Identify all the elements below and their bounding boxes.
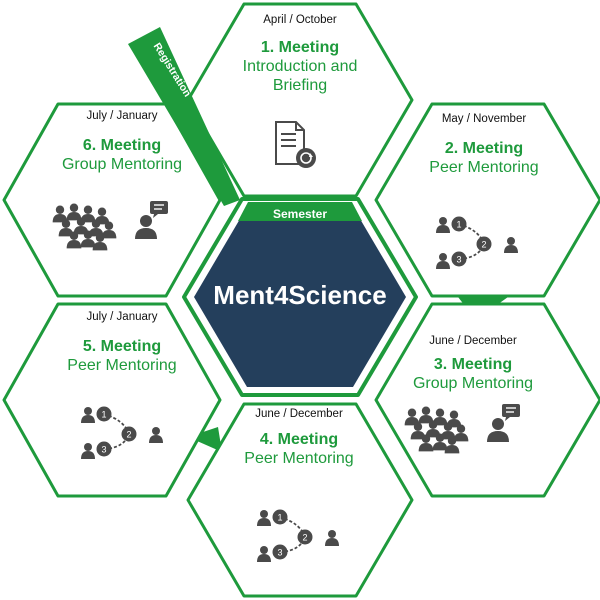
meeting-4-title: 4. Meeting (259, 431, 339, 448)
meeting-4-subtitle: Peer Mentoring (244, 450, 354, 467)
svg-text:2: 2 (126, 430, 131, 440)
meeting-5-hexagon (2, 302, 222, 498)
svg-text:1: 1 (277, 513, 282, 523)
peer-mentoring-icon: 1 2 3 (257, 509, 339, 562)
svg-text:2: 2 (481, 240, 486, 250)
svg-text:1: 1 (101, 410, 106, 420)
center-hexagon (182, 197, 418, 397)
group-mentoring-icon (52, 201, 168, 251)
meeting-3-date: June / December (429, 335, 517, 347)
semester-ribbon-label: Semester (272, 207, 328, 221)
registration-flag-shape (128, 27, 240, 206)
meeting-1-label: April / October 1. Meeting Introduction … (200, 14, 400, 95)
svg-text:3: 3 (456, 255, 461, 265)
svg-text:3: 3 (277, 548, 282, 558)
meeting-1-title: 1. Meeting (260, 39, 340, 56)
meeting-5-date: July / January (86, 311, 158, 323)
meeting-5-title: 5. Meeting (82, 338, 162, 355)
meeting-1-hexagon (186, 2, 414, 198)
peer-mentoring-icon: 1 2 3 (436, 216, 518, 269)
svg-text:3: 3 (101, 445, 106, 455)
meeting-icons: 1 2 3 1 2 3 1 2 3 (52, 121, 520, 562)
meeting-6-hexagon (2, 102, 222, 298)
meeting-6-title: 6. Meeting (82, 137, 162, 154)
meeting-4-hexagon (186, 402, 414, 598)
meeting-5-subtitle: Peer Mentoring (67, 357, 177, 374)
meeting-2-label: May / November 2. Meeting Peer Mentoring (384, 113, 584, 177)
flow-arrow-4 (188, 427, 222, 452)
group-mentoring-icon (404, 404, 520, 454)
meeting-2-title: 2. Meeting (444, 140, 524, 157)
meeting-3-label: June / December 3. Meeting Group Mentori… (373, 335, 573, 393)
meeting-2-hexagon (374, 102, 600, 298)
meeting-3-hexagon (374, 302, 600, 498)
peer-mentoring-icon: 1 2 3 (81, 406, 163, 459)
meeting-2-date: May / November (441, 113, 527, 125)
meeting-4-label: June / December 4. Meeting Peer Mentorin… (199, 408, 399, 468)
meeting-2-subtitle: Peer Mentoring (429, 159, 539, 176)
meeting-3-title: 3. Meeting (433, 356, 513, 373)
meeting-1-subtitle-line1: Introduction and (242, 58, 358, 75)
meeting-3-subtitle: Group Mentoring (412, 375, 534, 392)
meeting-1-date: April / October (263, 14, 337, 26)
registration-flag (128, 27, 240, 206)
meeting-6-label: July / January 6. Meeting Group Mentorin… (22, 110, 222, 174)
meeting-5-label: July / January 5. Meeting Peer Mentoring (22, 311, 222, 375)
meeting-6-date: July / January (86, 110, 158, 122)
svg-text:1: 1 (456, 220, 461, 230)
meeting-4-date: June / December (255, 408, 343, 420)
svg-text:2: 2 (302, 533, 307, 543)
semester-ribbon (238, 202, 362, 221)
center-hexagon-fill (194, 207, 406, 387)
center-title: Ment4Science (213, 280, 387, 310)
meeting-6-subtitle: Group Mentoring (61, 156, 183, 173)
document-cycle-icon (275, 121, 316, 168)
meeting-1-subtitle-line2: Briefing (272, 77, 328, 94)
